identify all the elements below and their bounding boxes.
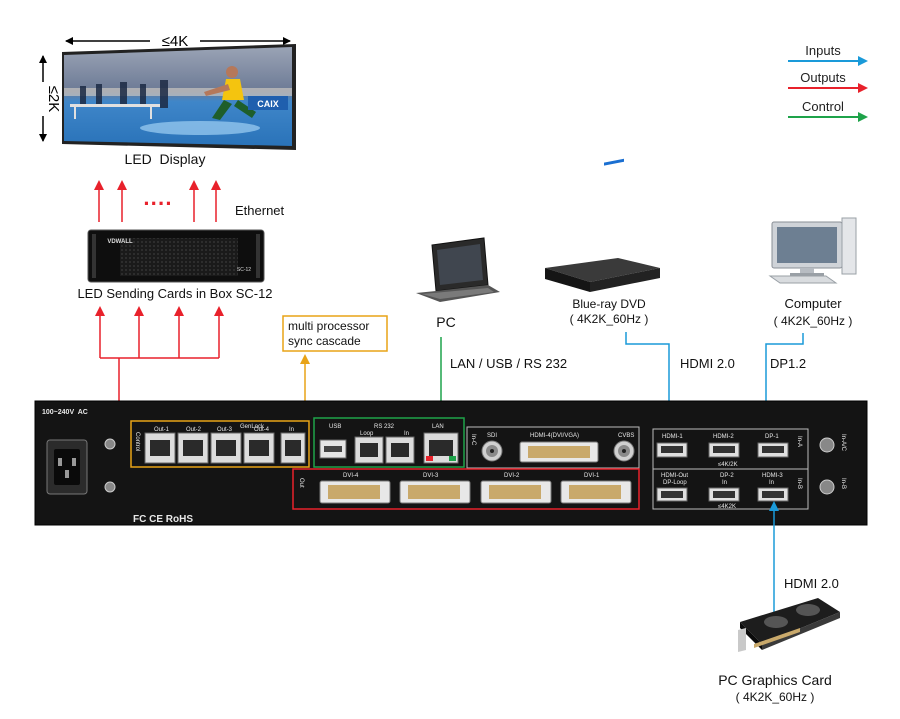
cvbs-bnc-port	[613, 440, 635, 462]
hdmi4-dvi-port	[519, 441, 599, 463]
in-a-ports	[656, 442, 789, 458]
out3-label: Out-3	[217, 427, 233, 433]
hdmi2-label: HDMI-2	[713, 434, 734, 440]
control-label: Control	[134, 432, 140, 451]
dp1-label: DP-1	[765, 434, 779, 440]
lan-label: LAN	[432, 424, 444, 430]
computer-label: Computer	[784, 296, 842, 311]
display-height-label: ≤2K	[45, 86, 62, 113]
hdmi-out-label: HDMI-Out	[661, 473, 688, 479]
sending-box-brand: VDWALL	[107, 239, 133, 245]
rs232-loop-label: Loop	[360, 431, 374, 437]
dp-loop-label: DP-Loop	[663, 480, 687, 486]
power-label: 100~240V AC	[42, 409, 88, 416]
pc-control-port-group	[313, 417, 465, 468]
graphics-card-icon	[738, 598, 840, 652]
hdmi1-label: HDMI-1	[662, 434, 683, 440]
dvi-output-group	[292, 468, 640, 510]
dvi2-label: DVI-2	[504, 473, 520, 479]
sdi-label: SDI	[487, 433, 497, 439]
out1-label: Out-1	[154, 427, 170, 433]
display-output-arrows	[94, 180, 221, 222]
rs232-label: RS 232	[374, 424, 395, 430]
processor-rear-panel: 100~240V AC Control GenLock Out-1 Out	[34, 400, 868, 526]
sending-box-model: SC-12	[237, 267, 251, 273]
computer-input-arrow	[761, 333, 804, 428]
power-socket	[46, 439, 88, 495]
dvi-ports	[319, 480, 632, 504]
hdmi3-label: HDMI-3	[762, 473, 783, 479]
cvbs-label: CVBS	[618, 433, 634, 439]
graphics-card-sub: ( 4K2K_60Hz )	[736, 690, 815, 704]
in-b-ports	[656, 487, 789, 502]
sending-box-caption: LED Sending Cards in Box SC-12	[77, 286, 272, 301]
screw-left-bottom	[104, 481, 116, 493]
in-ac-label: In-A/C	[840, 434, 846, 452]
dp2-label: DP-2	[720, 473, 734, 479]
pc-label: PC	[436, 314, 455, 330]
cascade-note-line1: multi processor	[288, 319, 369, 333]
sending-card-box: VDWALL SC-12	[87, 229, 265, 283]
computer-link-label: DP1.2	[770, 356, 806, 371]
control-rj45-ports	[144, 432, 306, 464]
bluray-link-label: HDMI 2.0	[680, 356, 735, 371]
cascade-note-line2: sync cascade	[288, 334, 361, 348]
in-c-group	[466, 426, 640, 469]
display-screen-image: CAIX	[62, 44, 296, 150]
bluray-player-icon	[545, 158, 660, 292]
output-ellipsis: ····	[143, 191, 172, 216]
pc-laptop-icon	[416, 237, 500, 302]
out2-label: Out-2	[186, 427, 202, 433]
graphics-card-label: PC Graphics Card	[718, 672, 832, 688]
legend-outputs-label: Outputs	[800, 70, 846, 85]
sdi-bnc-port	[481, 440, 503, 462]
dvi4-label: DVI-4	[343, 473, 359, 479]
led-display: ≤4K ≤2K	[34, 30, 296, 167]
screw-right-bottom	[819, 479, 835, 495]
in-a-note: ≤4K/2K	[718, 462, 738, 468]
rs232-in-label: In	[404, 431, 409, 437]
in-c-label: In-C	[470, 434, 476, 446]
bluray-label: Blue-ray DVD	[572, 297, 646, 311]
runner-figure	[204, 66, 256, 120]
screw-right-top	[819, 437, 835, 453]
in-a-label: In-A	[796, 436, 802, 447]
in-b-label: In-B	[796, 478, 802, 489]
lan-port	[423, 432, 459, 464]
bluray-sub: ( 4K2K_60Hz )	[570, 312, 649, 326]
legend: Inputs Outputs Control	[788, 43, 868, 122]
ethernet-label: Ethernet	[235, 203, 285, 218]
rs232-ports	[354, 436, 415, 464]
computer-sub: ( 4K2K_60Hz )	[774, 314, 853, 328]
certification-marks: FC CE RoHS	[133, 514, 193, 525]
usb-label: USB	[329, 424, 341, 430]
genlock-label: GenLock	[240, 424, 265, 430]
display-banner-text: CAIX	[257, 99, 279, 109]
in-b-side-label: In-B	[840, 478, 846, 489]
genlock-in-label: In	[289, 427, 294, 433]
legend-inputs-label: Inputs	[805, 43, 841, 58]
computer-icon	[768, 217, 857, 284]
control-port-group	[130, 420, 310, 468]
screw-left-top	[104, 438, 116, 450]
display-caption: LED Display	[125, 151, 206, 167]
out4-label: Out-4	[254, 427, 270, 433]
pc-link-label: LAN / USB / RS 232	[450, 356, 567, 371]
hdmi4-label: HDMI-4(DVI/VGA)	[530, 433, 579, 439]
legend-control-label: Control	[802, 99, 844, 114]
graphics-card-link-label: HDMI 2.0	[784, 576, 839, 591]
bluray-input-arrow	[625, 332, 674, 428]
display-width-label: ≤4K	[162, 33, 189, 50]
dvi3-label: DVI-3	[423, 473, 439, 479]
in-b-note: ≤4K2K	[718, 504, 736, 510]
hdmi3-in-label: In	[769, 480, 774, 486]
dp2-in-label: In	[722, 480, 727, 486]
in-b-group	[652, 468, 809, 510]
dvi1-label: DVI-1	[584, 473, 600, 479]
out-label: Out	[298, 478, 304, 488]
